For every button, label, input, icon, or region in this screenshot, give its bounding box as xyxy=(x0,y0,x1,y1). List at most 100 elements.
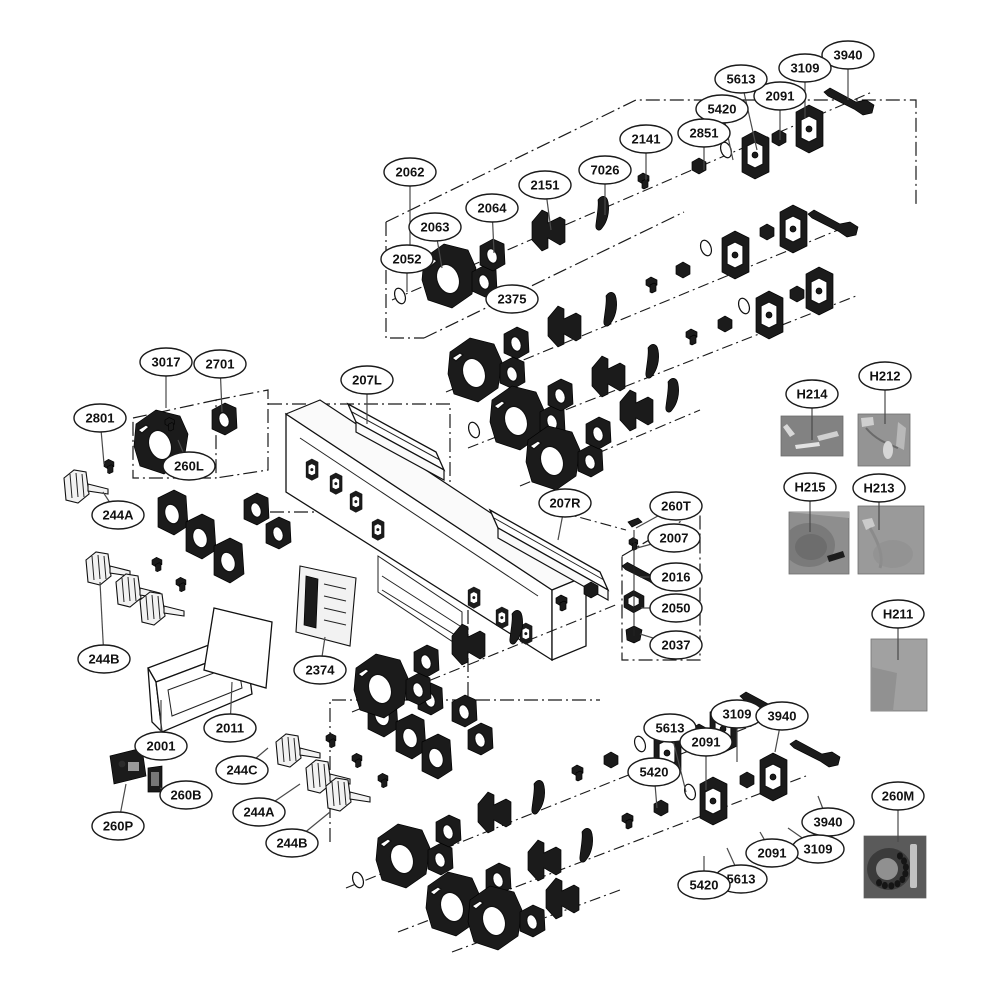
callout-2801[interactable]: 2801 xyxy=(73,403,127,465)
callout-244b[interactable]: 244B xyxy=(265,811,331,858)
callout-2037[interactable]: 2037 xyxy=(639,630,703,660)
callout-label: 244A xyxy=(102,507,134,522)
callout-3940[interactable]: 3940 xyxy=(801,795,855,837)
callout-label: 2701 xyxy=(206,356,235,371)
callout-3109[interactable]: 3109 xyxy=(787,827,845,864)
callout-2016[interactable]: 2016 xyxy=(640,562,703,592)
callout-h211[interactable]: H211 xyxy=(871,599,925,660)
callout-ellipse xyxy=(232,797,286,827)
callout-label: 2851 xyxy=(690,125,719,140)
callout-ellipse xyxy=(778,53,832,83)
callout-ellipse xyxy=(203,713,257,743)
callout-label: 244B xyxy=(276,835,307,850)
callout-label: 2374 xyxy=(306,662,336,677)
callout-3017[interactable]: 3017 xyxy=(139,347,193,408)
rail-207R xyxy=(488,508,610,602)
callout-h214[interactable]: H214 xyxy=(785,379,839,440)
callout-label: 260T xyxy=(661,498,691,513)
photo-260m xyxy=(863,835,927,899)
callout-label: 2151 xyxy=(531,177,560,192)
bezel-group xyxy=(157,489,292,584)
burner-row-top-4 xyxy=(519,378,701,491)
callout-label: 5420 xyxy=(690,877,719,892)
callout-3940[interactable]: 3940 xyxy=(821,40,875,100)
callout-ellipse xyxy=(293,655,347,685)
callout-2063[interactable]: 2063 xyxy=(408,212,462,269)
callout-ellipse xyxy=(518,170,572,200)
callout-label: 207L xyxy=(352,372,382,387)
callout-2062[interactable]: 2062 xyxy=(383,157,437,245)
callout-label: 2801 xyxy=(86,410,115,425)
callout-label: 2375 xyxy=(498,291,527,306)
callout-2052[interactable]: 2052 xyxy=(380,244,434,292)
callout-ellipse xyxy=(755,701,809,731)
callout-2141[interactable]: 2141 xyxy=(619,124,673,180)
callout-h213[interactable]: H213 xyxy=(852,473,906,530)
callout-260p[interactable]: 260P xyxy=(91,783,145,841)
callout-260t[interactable]: 260T xyxy=(635,491,703,529)
callout-244c[interactable]: 244C xyxy=(215,747,269,785)
callout-ellipse xyxy=(627,757,681,787)
callout-h212[interactable]: H212 xyxy=(858,361,912,424)
plate-260P xyxy=(109,747,147,785)
callout-label: 3109 xyxy=(791,60,820,75)
callout-2151[interactable]: 2151 xyxy=(518,170,572,231)
callout-2007[interactable]: 2007 xyxy=(636,523,701,553)
callout-h215[interactable]: H215 xyxy=(783,472,837,532)
callout-layer: 3940310920915613542028512141702621512064… xyxy=(73,40,925,900)
callout-ellipse xyxy=(73,403,127,433)
callout-label: H211 xyxy=(883,606,913,621)
photo-h215 xyxy=(788,511,850,575)
knob-group-upper xyxy=(63,458,187,626)
callout-260l[interactable]: 260L xyxy=(162,439,216,481)
callout-2851[interactable]: 2851 xyxy=(677,118,731,170)
callout-label: H212 xyxy=(869,368,900,383)
callout-label: 244B xyxy=(88,651,119,666)
callout-ellipse xyxy=(162,451,216,481)
callout-2050[interactable]: 2050 xyxy=(641,593,703,623)
callout-244a[interactable]: 244A xyxy=(91,491,145,530)
callout-260m[interactable]: 260M xyxy=(871,781,925,842)
callout-5613[interactable]: 5613 xyxy=(714,64,768,151)
callout-2091[interactable]: 2091 xyxy=(745,831,799,868)
photo-h212 xyxy=(857,413,911,467)
callout-label: 244A xyxy=(243,804,275,819)
callout-207l[interactable]: 207L xyxy=(340,365,394,424)
burner-row-top-1 xyxy=(391,87,875,309)
callout-2091[interactable]: 2091 xyxy=(679,727,733,790)
callout-label: 3109 xyxy=(723,706,752,721)
callout-label: 2062 xyxy=(396,164,425,179)
callout-ellipse xyxy=(679,727,733,757)
callout-ellipse xyxy=(647,523,701,553)
burner-row-bottom-4 xyxy=(451,877,621,953)
callout-260b[interactable]: 260B xyxy=(159,780,213,810)
callout-ellipse xyxy=(134,731,188,761)
callout-label: 2052 xyxy=(393,251,422,266)
callout-5420[interactable]: 5420 xyxy=(695,94,749,161)
callout-5420[interactable]: 5420 xyxy=(627,757,681,809)
callout-2701[interactable]: 2701 xyxy=(193,349,247,413)
callout-7026[interactable]: 7026 xyxy=(578,155,632,215)
callout-244b[interactable]: 244B xyxy=(77,581,131,674)
callout-label: 7026 xyxy=(591,162,620,177)
callout-5420[interactable]: 5420 xyxy=(677,856,731,900)
callout-207r[interactable]: 207R xyxy=(538,488,592,541)
callout-2064[interactable]: 2064 xyxy=(465,193,519,254)
callout-3940[interactable]: 3940 xyxy=(755,701,809,753)
callout-ellipse xyxy=(649,562,703,592)
callout-ellipse xyxy=(408,212,462,242)
callout-ellipse xyxy=(465,193,519,223)
component-stack-right xyxy=(559,511,668,644)
callout-2375[interactable]: 2375 xyxy=(485,284,539,314)
callout-ellipse xyxy=(785,379,839,409)
callout-label: 5613 xyxy=(727,871,756,886)
callout-244a[interactable]: 244A xyxy=(232,783,301,827)
callout-label: 244C xyxy=(226,762,258,777)
callout-2001[interactable]: 2001 xyxy=(134,700,188,761)
callout-ellipse xyxy=(215,755,269,785)
callout-2011[interactable]: 2011 xyxy=(203,681,257,743)
callout-label: H213 xyxy=(863,480,894,495)
callout-2374[interactable]: 2374 xyxy=(293,636,347,685)
callout-label: 260L xyxy=(174,458,204,473)
callout-2091[interactable]: 2091 xyxy=(753,81,807,140)
